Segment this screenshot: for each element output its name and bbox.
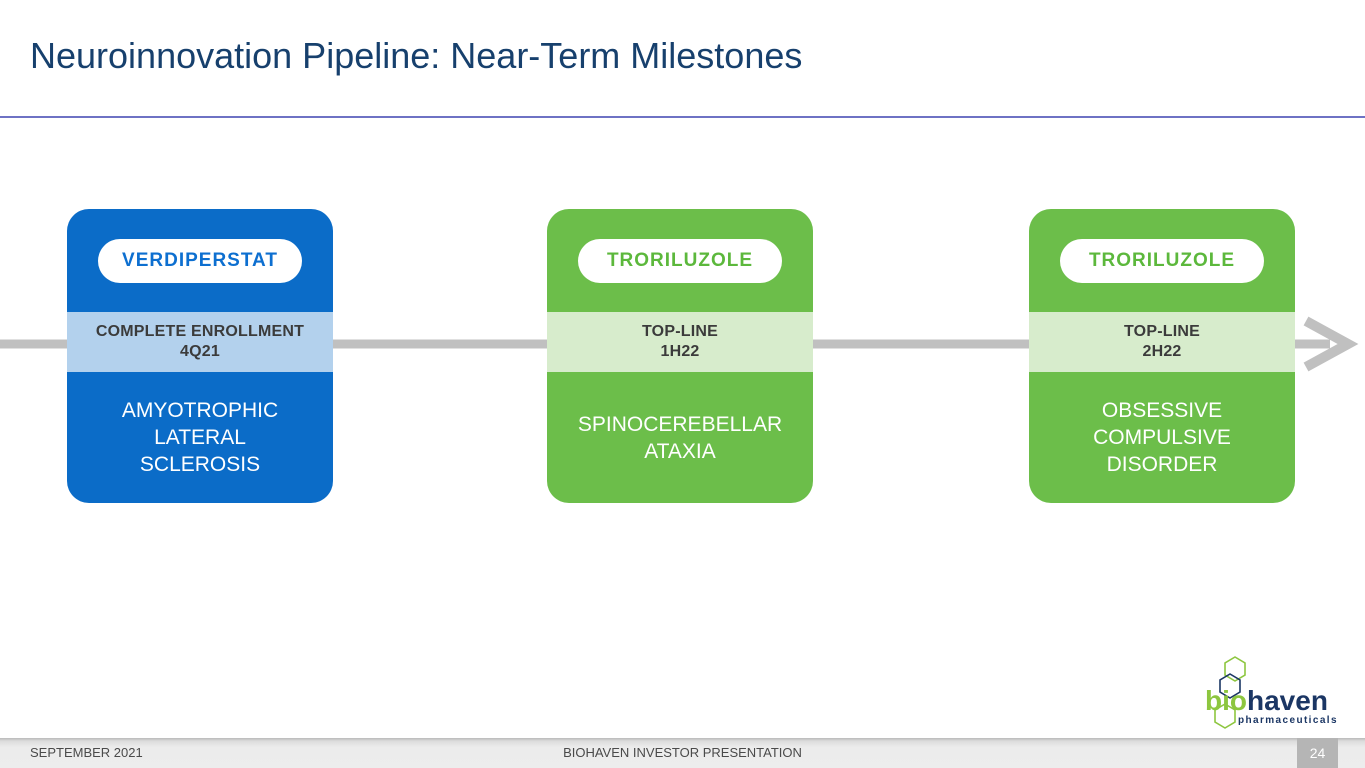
indication-label: SPINOCEREBELLAR ATAXIA xyxy=(577,412,783,463)
indication-label: AMYOTROPHIC LATERAL SCLEROSIS xyxy=(121,399,279,476)
milestone-band: COMPLETE ENROLLMENT 4Q21 xyxy=(67,312,333,372)
drug-name: TRORILUZOLE xyxy=(606,249,754,271)
logo-tagline: pharmaceuticals xyxy=(1238,715,1338,726)
page-title: Neuroinnovation Pipeline: Near-Term Mile… xyxy=(30,35,803,76)
milestone-event: TOP-LINE xyxy=(1124,323,1200,340)
milestone-card-troriluzole-sca: TRORILUZOLE TOP-LINE 1H22 SPINOCEREBELLA… xyxy=(547,209,813,503)
card-top-section: TRORILUZOLE xyxy=(547,209,813,312)
logo-text-haven: haven xyxy=(1247,685,1328,716)
page-number-badge: 24 xyxy=(1297,738,1338,768)
milestone-card-verdiperstat: VERDIPERSTAT COMPLETE ENROLLMENT 4Q21 AM… xyxy=(67,209,333,503)
milestone-date: 1H22 xyxy=(660,343,700,360)
milestone-band: TOP-LINE 2H22 xyxy=(1029,312,1295,372)
drug-pill: TRORILUZOLE xyxy=(1060,238,1264,283)
svg-text:biohaven: biohaven xyxy=(1205,685,1328,716)
drug-pill: VERDIPERSTAT xyxy=(98,238,302,283)
milestone-event: COMPLETE ENROLLMENT xyxy=(95,323,305,340)
milestone-band: TOP-LINE 1H22 xyxy=(547,312,813,372)
drug-name: TRORILUZOLE xyxy=(1088,249,1236,271)
milestone-date: 2H22 xyxy=(1142,343,1182,360)
title-divider xyxy=(0,116,1365,118)
milestone-date: 4Q21 xyxy=(180,343,220,360)
logo-text-bio: bio xyxy=(1205,685,1247,716)
hexagon-icon xyxy=(1214,656,1246,729)
biohaven-logo: biohaven pharmaceuticals xyxy=(1203,652,1343,732)
drug-pill: TRORILUZOLE xyxy=(578,238,782,283)
card-top-section: TRORILUZOLE xyxy=(1029,209,1295,312)
footer-presentation-title: BIOHAVEN INVESTOR PRESENTATION xyxy=(563,745,802,760)
drug-name: VERDIPERSTAT xyxy=(122,249,278,271)
card-top-section: VERDIPERSTAT xyxy=(67,209,333,312)
footer-bar: SEPTEMBER 2021 BIOHAVEN INVESTOR PRESENT… xyxy=(0,738,1365,768)
footer-date: SEPTEMBER 2021 xyxy=(30,745,143,760)
milestone-event: TOP-LINE xyxy=(642,323,718,340)
milestone-card-troriluzole-ocd: TRORILUZOLE TOP-LINE 2H22 OBSESSIVE COMP… xyxy=(1029,209,1295,503)
indication-label: OBSESSIVE COMPULSIVE DISORDER xyxy=(1093,399,1231,476)
